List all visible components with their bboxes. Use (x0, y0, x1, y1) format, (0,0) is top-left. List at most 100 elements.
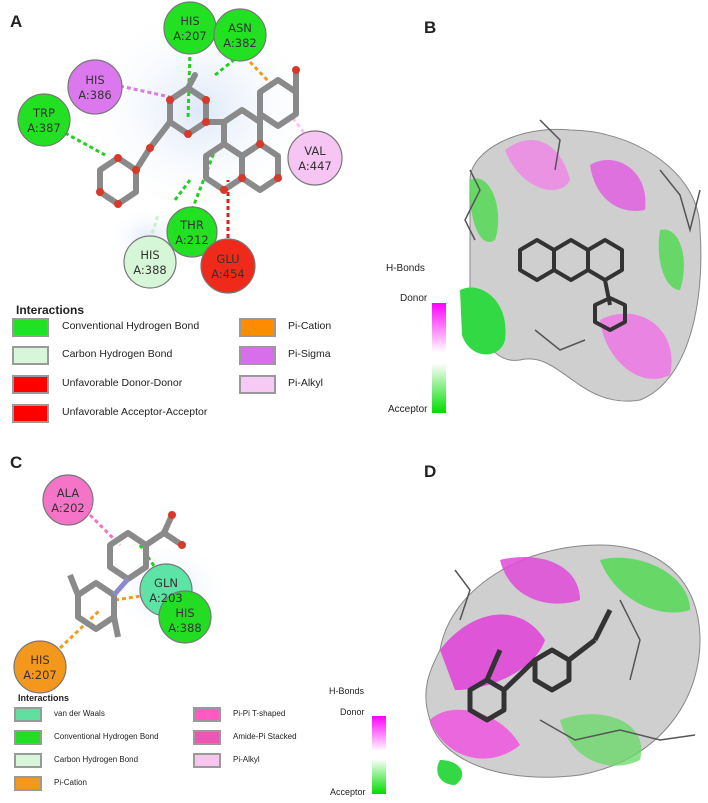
residue-his386 (67, 59, 123, 115)
legend-swatch (239, 318, 276, 337)
residue-name: GLN (154, 576, 178, 590)
legend-item-vdw: van der Waals (54, 709, 105, 718)
legend-swatch (14, 730, 42, 745)
hbond-scale-title-b: H-Bonds (386, 263, 425, 274)
residue-his388-a (123, 235, 177, 289)
pi-cation-line (58, 608, 102, 650)
residue-id: A:447 (298, 159, 332, 173)
hbond-line (190, 149, 217, 211)
residue-name: HIS (85, 73, 104, 87)
panel-d-surface (425, 544, 701, 785)
legend-swatch (14, 753, 42, 768)
residue-name: HIS (30, 653, 49, 667)
legend-swatch (239, 346, 276, 365)
residue-labels-c: ALA A:202 GLN A:203 HIS A:388 HIS A:207 (23, 486, 202, 682)
acceptor-region (460, 287, 506, 355)
pi-cation-line (114, 588, 181, 602)
legend-item-pi-cation: Pi-Cation (54, 778, 87, 787)
donor-region (430, 709, 520, 759)
residue-id: A:386 (78, 88, 112, 102)
residue-his207-c (13, 640, 67, 694)
hbond-donor-label-b: Donor (400, 293, 428, 304)
legend-swatch (14, 707, 42, 722)
legend-swatch (193, 753, 221, 768)
nh-bond (112, 577, 130, 597)
residue-name: HIS (140, 248, 159, 262)
pi-sigma-line (119, 84, 171, 99)
panel-label-d: D (424, 462, 437, 481)
legend-item-pi-alkyl: Pi-Alkyl (288, 377, 324, 389)
residue-his388-c (158, 590, 212, 644)
hbond-scale-title-d: H-Bonds (329, 686, 365, 696)
legend-swatch (193, 730, 221, 745)
residue-id: A:387 (27, 121, 61, 135)
residue-id: A:207 (23, 668, 57, 682)
hbond-acceptor-label-d: Acceptor (330, 787, 366, 797)
panel-label-b: B (424, 18, 437, 37)
hbond-scale-bar-d (372, 716, 386, 794)
legend-item-conventional-hbond: Conventional Hydrogen Bond (54, 732, 159, 741)
panel-b-surface (460, 119, 702, 402)
residue-name: HIS (180, 14, 199, 28)
carbon-hbond-line (148, 214, 160, 241)
bond (133, 145, 153, 173)
legend-item-carbon-hbond: Carbon Hydrogen Bond (62, 348, 173, 360)
chromone-ring (239, 141, 281, 193)
residue-name: ALA (57, 486, 80, 500)
ligand-sticks (467, 608, 613, 723)
legend-swatch (12, 404, 49, 423)
residue-his207-a (163, 1, 217, 55)
legend-item-pi-pi-t: Pi-Pi T-shaped (233, 709, 286, 718)
residue-val447 (287, 130, 343, 186)
legend-item-carbon-hbond: Carbon Hydrogen Bond (54, 755, 139, 764)
acceptor-region (560, 714, 642, 766)
residue-id: A:388 (133, 263, 167, 277)
residue-name: ASN (228, 21, 252, 35)
acceptor-region (437, 760, 463, 785)
oxygen-atoms-c (168, 511, 186, 549)
residue-glu454 (200, 238, 256, 294)
bond (185, 72, 198, 91)
residue-labels-a: HIS A:207 ASN A:382 HIS A:386 TRP A:387 … (27, 14, 332, 281)
residue-bubbles-c (13, 474, 212, 694)
residue-sticks (454, 569, 696, 741)
legend-item-unfavorable-donor: Unfavorable Donor-Donor (62, 377, 183, 389)
hbond-donor-label-d: Donor (340, 707, 365, 717)
panel-label-c: C (10, 453, 23, 472)
residue-name: TRP (32, 106, 55, 120)
hbond-scale-bar-b (432, 303, 446, 413)
residue-name: HIS (175, 606, 194, 620)
legend-swatch (12, 375, 49, 394)
donor-region (440, 614, 545, 690)
donor-region (500, 556, 580, 604)
panel-c-diagram: ALA A:202 GLN A:203 HIS A:388 HIS A:207 (13, 474, 230, 694)
residue-name: VAL (304, 144, 326, 158)
legend-item-conventional-hbond: Conventional Hydrogen Bond (62, 320, 200, 332)
panel-label-a: A (10, 12, 23, 31)
residue-name: THR (179, 218, 204, 232)
legend-swatch (12, 346, 49, 365)
hbond-line (214, 53, 241, 77)
acceptor-region (469, 178, 499, 242)
legend-item-amide-pi: Amide-Pi Stacked (233, 732, 297, 741)
donor-region (590, 160, 646, 211)
legend-c-title: Interactions (18, 693, 70, 703)
legend-a-title: Interactions (16, 303, 85, 317)
residue-name: GLU (216, 252, 239, 266)
legend-item-pi-cation: Pi-Cation (288, 320, 332, 332)
legend-item-pi-sigma: Pi-Sigma (288, 348, 331, 360)
residue-trp387 (17, 93, 71, 147)
legend-item-unfavorable-acceptor: Unfavorable Acceptor-Acceptor (62, 406, 208, 418)
acceptor-region (600, 557, 690, 613)
legend-swatch (12, 318, 49, 337)
residue-ala202 (42, 474, 94, 526)
donor-region (600, 313, 672, 379)
panel-a-diagram: HIS A:207 ASN A:382 HIS A:386 TRP A:387 … (17, 0, 343, 294)
residue-thr212 (166, 206, 218, 258)
residue-bubbles (17, 1, 343, 294)
donor-region (505, 140, 570, 190)
legend-item-pi-alkyl: Pi-Alkyl (233, 755, 260, 764)
bond (147, 119, 173, 151)
pi-cation-line (248, 60, 274, 87)
